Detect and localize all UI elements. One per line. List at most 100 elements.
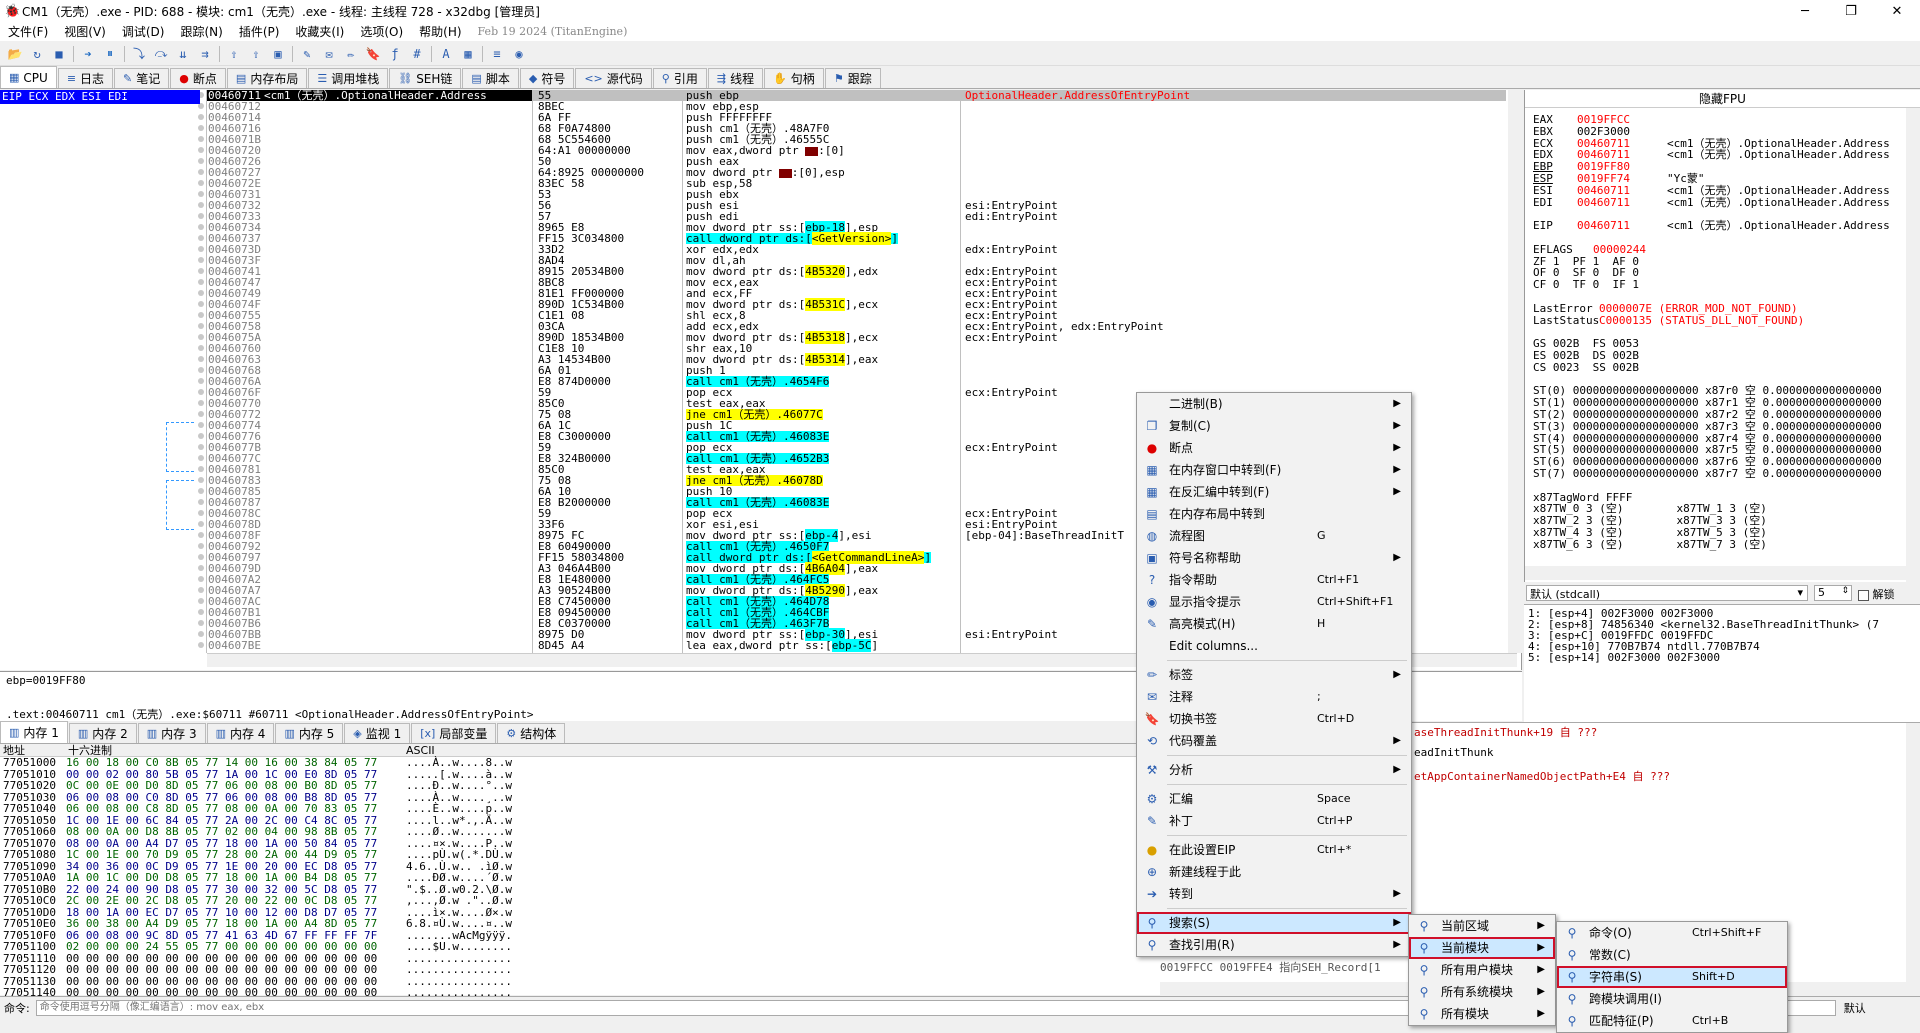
- label-icon[interactable]: ✏: [347, 46, 355, 61]
- tab-cpu[interactable]: ▦CPU: [0, 66, 57, 88]
- tab-callstack[interactable]: ☰调用堆栈: [308, 68, 389, 88]
- pause-icon[interactable]: ⏸: [106, 46, 113, 60]
- fpu-row[interactable]: ST(1) 0000000000000000000 x87r1 空 0.0000…: [1533, 397, 1882, 408]
- checkbox-box[interactable]: [1858, 589, 1869, 601]
- registers-hscroll[interactable]: [1525, 566, 1907, 580]
- register-value[interactable]: 0019FF74: [1577, 172, 1630, 185]
- menu-item-string[interactable]: ⚲字符串(S)Shift+D: [1557, 966, 1787, 988]
- minimize-button[interactable]: ─: [1801, 3, 1809, 19]
- register-value[interactable]: 00460711: [1577, 219, 1630, 233]
- segment-row[interactable]: GS 002B FS 0053: [1533, 338, 1639, 349]
- step-into-icon[interactable]: ⤵: [132, 47, 145, 61]
- open-icon[interactable]: 📂: [7, 46, 23, 61]
- fpu-row[interactable]: ST(7) 0000000000000000000 x87r7 空 0.0000…: [1533, 468, 1882, 479]
- breakpoint-dot-icon[interactable]: [198, 631, 204, 637]
- stack-argument-row[interactable]: 5: [esp+14] 002F3000 002F3000: [1528, 651, 1721, 664]
- segment-row[interactable]: ES 002B DS 002B: [1533, 350, 1639, 361]
- menu-item-symbol-help[interactable]: ▣符号名称帮助▶: [1137, 547, 1411, 569]
- breakpoint-dot-icon[interactable]: [198, 521, 204, 527]
- call-convention-select[interactable]: 默认 (stdcall) ▾: [1526, 585, 1808, 601]
- breakpoint-dot-icon[interactable]: [198, 125, 204, 131]
- tab-memory[interactable]: ▥内存 3: [137, 723, 206, 743]
- breakpoint-dot-icon[interactable]: [198, 609, 204, 615]
- breakpoint-dot-icon[interactable]: [198, 114, 204, 120]
- tab-watch[interactable]: ◈监视 1: [344, 723, 411, 743]
- breakpoint-dot-icon[interactable]: [198, 378, 204, 384]
- arg-count-spinner[interactable]: 5 ⇕: [1814, 585, 1852, 601]
- fpu-row[interactable]: ST(2) 0000000000000000000 x87r2 空 0.0000…: [1533, 409, 1882, 420]
- breakpoint-dot-icon[interactable]: [198, 499, 204, 505]
- breakpoint-dot-icon[interactable]: [198, 598, 204, 604]
- stack-argument-row[interactable]: 2: [esp+8] 74856340 <kernel32.BaseThread…: [1528, 618, 1879, 631]
- log-icon[interactable]: ≡: [493, 46, 501, 61]
- tab-locals[interactable]: [x]局部变量: [411, 723, 497, 743]
- breakpoint-dot-icon[interactable]: [198, 532, 204, 538]
- tab-memory[interactable]: ▥内存 4: [206, 723, 275, 743]
- breakpoint-dot-icon[interactable]: [198, 400, 204, 406]
- patch-icon[interactable]: ✎: [303, 46, 311, 61]
- register-value[interactable]: 00000244: [1593, 242, 1646, 256]
- menu-item-constant[interactable]: ⚲常数(C): [1557, 944, 1787, 966]
- breakpoint-dot-icon[interactable]: [198, 268, 204, 274]
- tab-notes[interactable]: ✎笔记: [114, 68, 170, 88]
- tab-seh[interactable]: ⛓SEH链: [389, 68, 462, 88]
- tab-memory[interactable]: ▥内存 5: [275, 723, 344, 743]
- breakpoint-dot-icon[interactable]: [198, 367, 204, 373]
- register-value[interactable]: 0019FFCC: [1577, 113, 1630, 126]
- breakpoint-dot-icon[interactable]: [198, 433, 204, 439]
- breakpoint-dot-icon[interactable]: [198, 103, 204, 109]
- breakpoint-dot-icon[interactable]: [198, 466, 204, 472]
- menu-item-coverage[interactable]: ⟲代码覆盖▶: [1137, 730, 1411, 752]
- breakpoint-dot-icon[interactable]: [198, 312, 204, 318]
- tab-memory[interactable]: ▥内存 1: [0, 721, 68, 743]
- menu-item[interactable]: 跟踪(N): [180, 25, 223, 39]
- menu-item-intermodular[interactable]: ⚲跨模块调用(I): [1557, 988, 1787, 1010]
- unlock-checkbox[interactable]: 解锁: [1858, 586, 1895, 602]
- menu-item[interactable]: 选项(O): [360, 25, 404, 39]
- breakpoint-dot-icon[interactable]: [198, 554, 204, 560]
- fpu-row[interactable]: ST(3) 0000000000000000000 x87r3 空 0.0000…: [1533, 421, 1882, 432]
- register-value[interactable]: 00460711: [1577, 195, 1630, 209]
- menu-item-disasm-follow[interactable]: ▦在反汇编中转到(F)▶: [1137, 481, 1411, 503]
- register-value[interactable]: 00460711: [1577, 136, 1630, 150]
- register-value[interactable]: 0019FF80: [1577, 160, 1630, 174]
